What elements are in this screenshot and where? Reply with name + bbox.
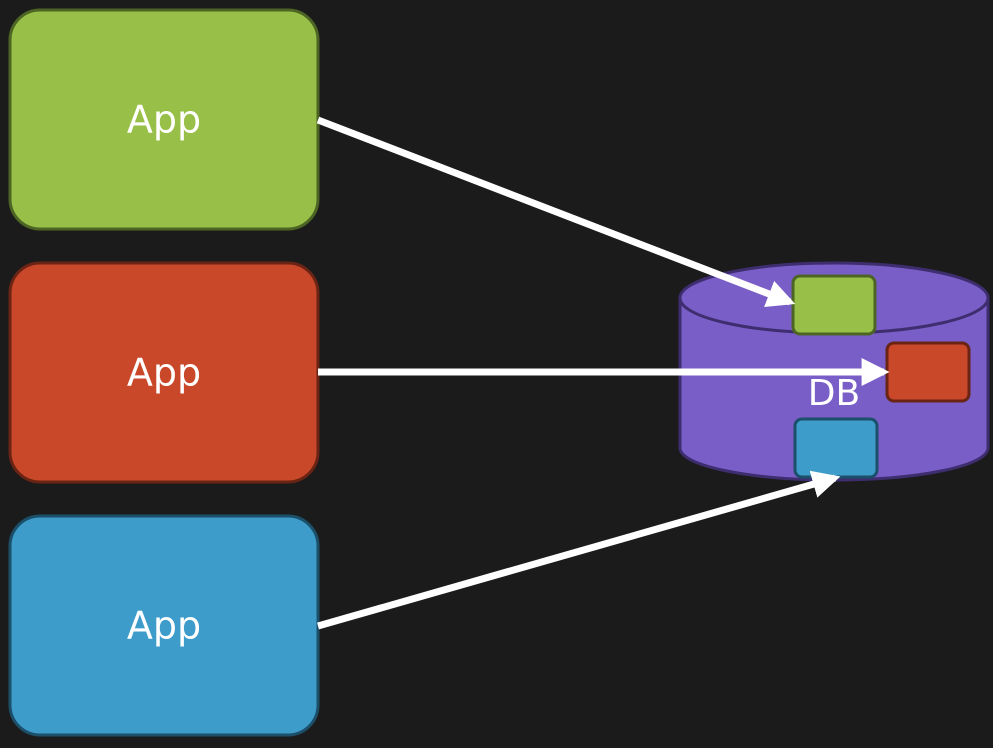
app-box-3: App [8, 514, 320, 737]
database-slot-red [885, 341, 971, 403]
app-box-2: App [8, 261, 320, 484]
arrow-app3-to-db [317, 470, 841, 630]
database-slot-blue [793, 417, 879, 479]
app-box-1: App [8, 8, 320, 231]
database-label: DB [808, 373, 860, 414]
app-box-2-label: App [127, 351, 201, 395]
app-box-1-label: App [127, 98, 201, 142]
arrow-app1-to-db [316, 116, 796, 308]
database-slot-green [791, 274, 877, 336]
app-box-3-label: App [127, 604, 201, 648]
app-box-1-shape [8, 8, 320, 231]
